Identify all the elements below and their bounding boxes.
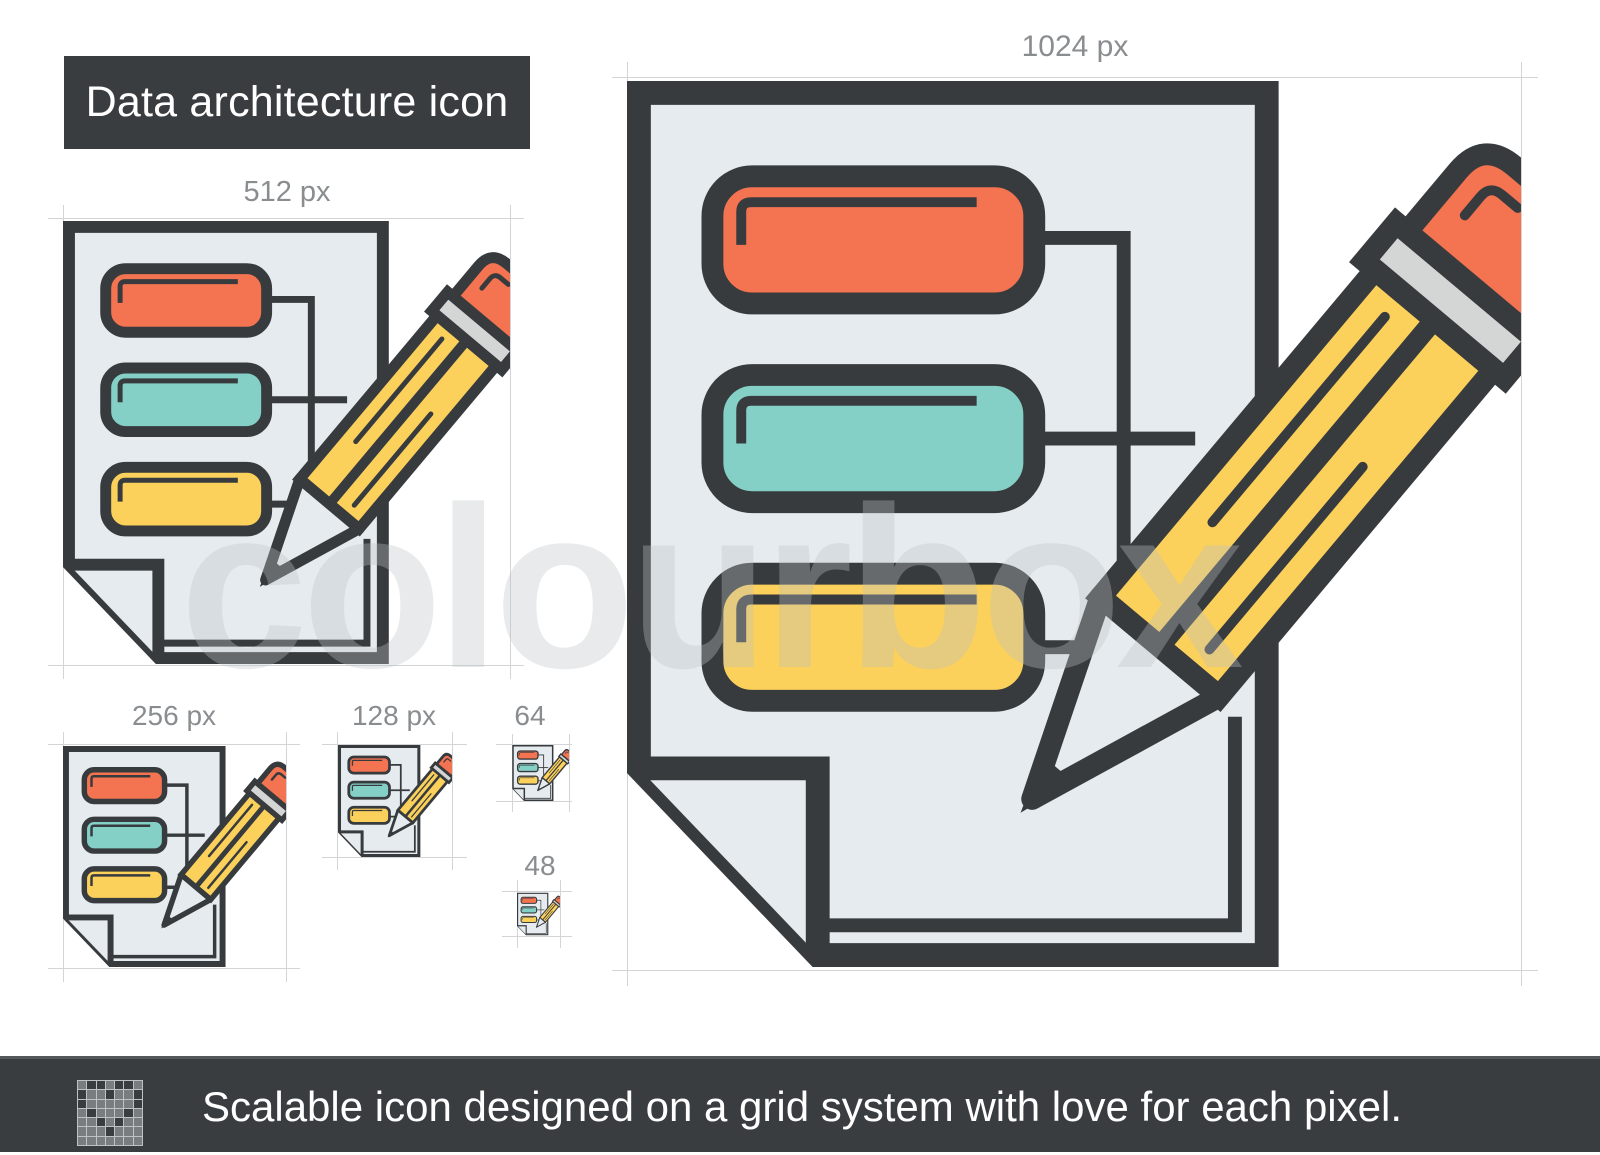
data-architecture-icon-64	[512, 745, 569, 801]
size-label-64: 64	[514, 700, 546, 731]
data-architecture-icon-48	[517, 892, 560, 936]
data-architecture-icon-1024	[627, 78, 1521, 970]
size-label-48: 48	[524, 850, 556, 881]
size-label-512: 512 px	[243, 176, 331, 208]
page-title: Data architecture icon	[64, 56, 530, 149]
data-architecture-icon-512	[63, 220, 510, 665]
data-architecture-icon-128	[337, 745, 452, 857]
pixel-grid-icon	[77, 1080, 143, 1146]
data-architecture-icon-256	[63, 745, 286, 968]
footer-caption: Scalable icon designed on a grid system …	[202, 1083, 1402, 1130]
size-label-256: 256 px	[131, 700, 217, 731]
size-label-128: 128 px	[351, 700, 437, 731]
size-label-1024: 1024 px	[1021, 30, 1129, 63]
footer-bar: Scalable icon designed on a grid system …	[0, 1056, 1600, 1152]
